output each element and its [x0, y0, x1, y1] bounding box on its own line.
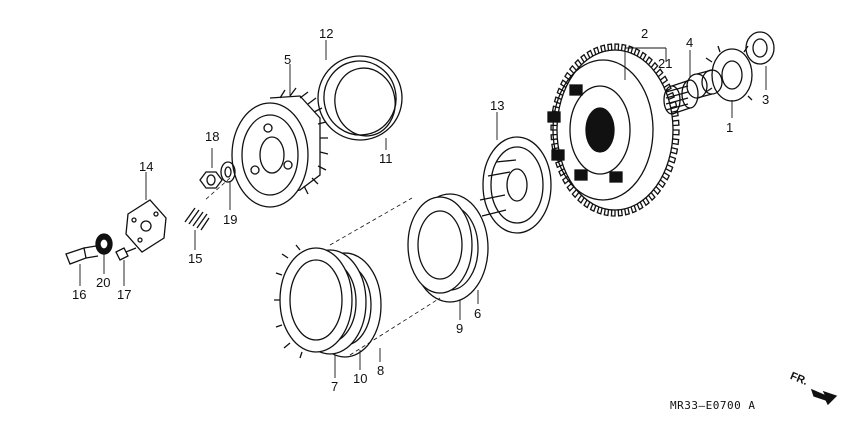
alignment-lines [204, 177, 441, 356]
gear-tooth [583, 199, 591, 209]
callout-8: 8 [377, 363, 385, 378]
clutch-plate-pair-rear [407, 193, 489, 303]
gear-tooth [657, 179, 666, 189]
lifter-bolt [115, 247, 137, 261]
thrust-washer [745, 31, 775, 65]
oil-pump-drive-sprocket [705, 45, 753, 102]
callout-17: 17 [117, 287, 132, 302]
gear-tooth [672, 119, 680, 127]
clutch-center [231, 87, 329, 208]
gear-tooth [636, 201, 644, 211]
diagram-code: MR33—E0700 A [670, 399, 756, 412]
callout-14: 14 [139, 159, 154, 174]
gear-tooth [561, 175, 571, 185]
gear-tooth [599, 44, 606, 53]
ball-bearing [95, 233, 113, 255]
lock-nut [199, 171, 223, 189]
gear-tooth [550, 133, 558, 141]
gear-tooth [559, 79, 569, 88]
gear-tooth [639, 51, 647, 61]
clutch-spring [184, 207, 210, 231]
gear-tooth [655, 68, 664, 78]
clutch-outer-housing [547, 43, 680, 217]
gear-tooth [668, 155, 677, 164]
gear-tooth [645, 56, 653, 66]
gear-tooth [642, 197, 650, 207]
callout-2: 2 [641, 26, 649, 41]
gear-tooth [633, 47, 641, 57]
gear-tooth [603, 208, 610, 217]
gear-tooth [550, 124, 558, 131]
gear-tooth [586, 49, 594, 59]
callout-7: 7 [331, 379, 339, 394]
gear-tooth [650, 61, 659, 71]
gear-tooth [661, 172, 671, 181]
callout-1: 1 [726, 120, 734, 135]
gear-tooth [653, 186, 662, 196]
gear-tooth [589, 203, 597, 213]
gear-tooth [665, 164, 674, 173]
needle-bearing [663, 79, 699, 115]
gear-tooth [596, 206, 603, 215]
callout-18: 18 [205, 129, 220, 144]
callout-9: 9 [456, 321, 464, 336]
gear-tooth [610, 209, 616, 217]
gear-tooth [666, 91, 675, 100]
gear-tooth [574, 58, 582, 68]
front-direction-arrow [810, 388, 838, 406]
gear-tooth [672, 138, 680, 146]
callout-16: 16 [72, 287, 87, 302]
gear-tooth [627, 45, 634, 54]
gear-tooth [607, 43, 613, 51]
callout-12: 12 [319, 26, 334, 41]
gear-tooth [648, 192, 656, 202]
gear-tooth [593, 46, 600, 55]
callout-15: 15 [188, 251, 203, 266]
gear-tooth [568, 64, 577, 74]
collar [686, 69, 723, 99]
gear-tooth [617, 209, 623, 217]
callout-11: 11 [379, 151, 393, 166]
lifter-plate [125, 199, 167, 253]
gear-tooth [672, 129, 680, 136]
gear-tooth [564, 71, 573, 81]
clutch-plate-stack-front [274, 244, 382, 359]
callout-4: 4 [686, 35, 694, 50]
leader-lines [79, 40, 767, 378]
callout-3: 3 [762, 92, 770, 107]
gear-tooth [577, 194, 585, 204]
gear-tooth [566, 182, 575, 192]
gear-tooth [671, 110, 679, 118]
damper-spring [334, 67, 396, 137]
gear-tooth [614, 43, 620, 51]
pressure-plate [479, 136, 552, 234]
bolt [65, 245, 99, 265]
gear-tooth [630, 205, 637, 214]
callout-6: 6 [474, 306, 482, 321]
snap-ring [317, 55, 403, 141]
callout-20: 20 [96, 275, 111, 290]
callout-13: 13 [490, 98, 505, 113]
callout-10: 10 [353, 371, 368, 386]
gear-tooth [670, 147, 679, 155]
gear-tooth [571, 189, 580, 199]
gear-tooth [624, 207, 631, 216]
gear-tooth [659, 75, 669, 85]
callout-19: 19 [223, 212, 238, 227]
lock-washer [220, 161, 236, 183]
gear-tooth [580, 53, 588, 63]
gear-tooth [551, 142, 559, 150]
callout-21: 21 [658, 56, 673, 71]
callout-5: 5 [284, 52, 292, 67]
